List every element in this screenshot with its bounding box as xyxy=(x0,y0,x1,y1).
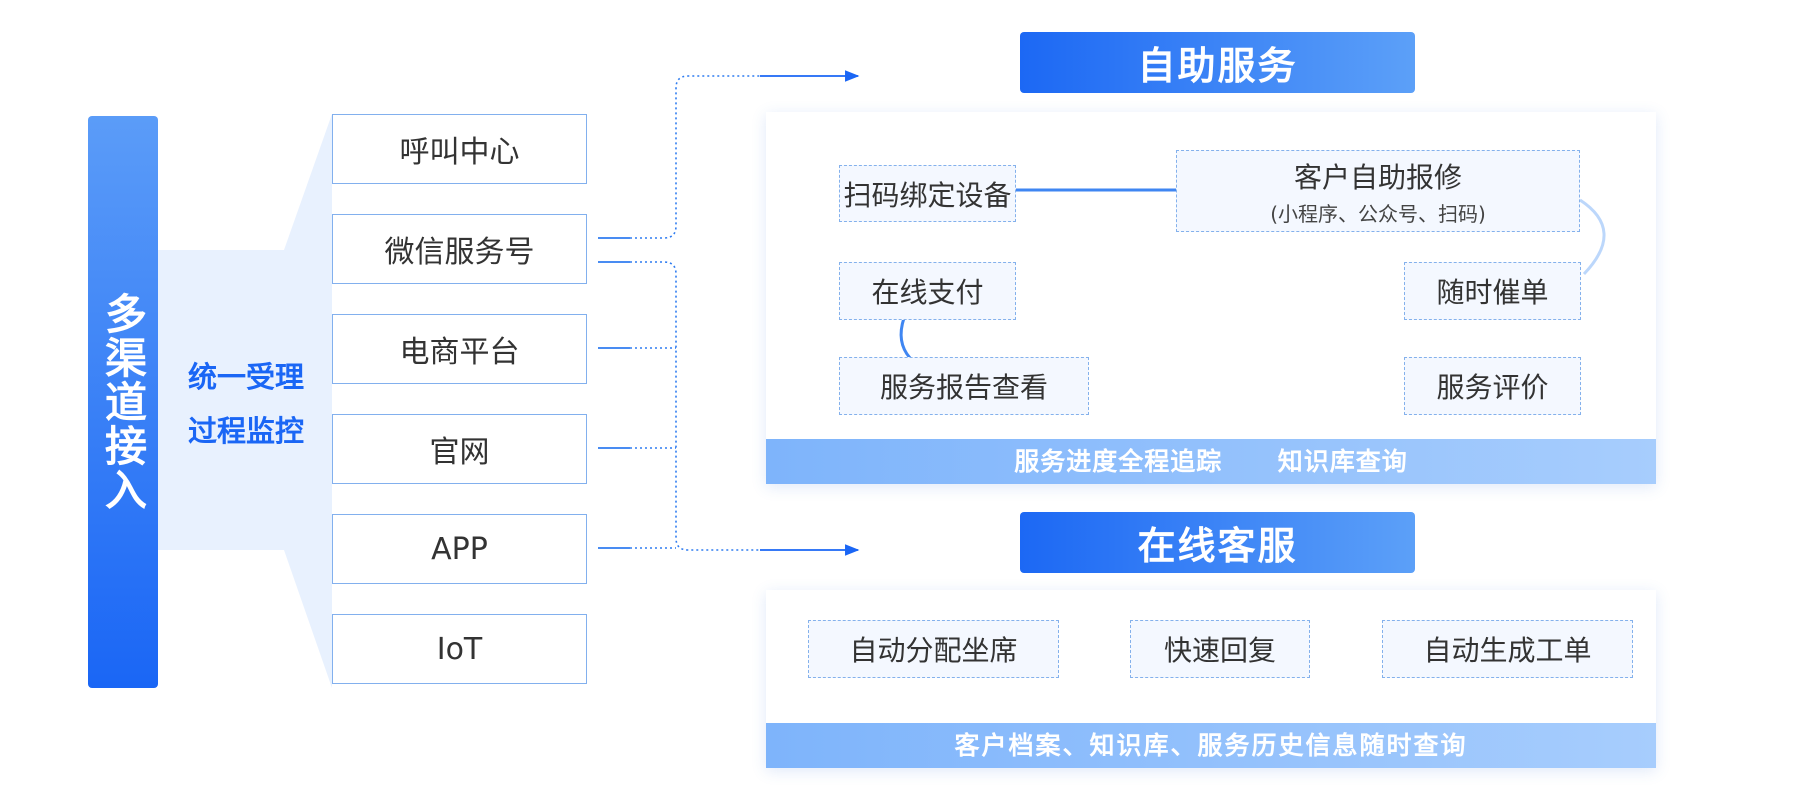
channel-wechat[interactable]: 微信服务号 xyxy=(332,214,587,284)
step-scan-bind-label: 扫码绑定设备 xyxy=(843,178,1012,212)
self-service-links xyxy=(899,188,1606,377)
online-service-header: 在线客服 xyxy=(1020,512,1415,573)
step-urge-order[interactable]: 随时催单 xyxy=(1404,262,1581,320)
channel-iot[interactable]: IoT xyxy=(332,614,587,684)
link-pay-report xyxy=(899,317,912,359)
step-urge-order-label: 随时催单 xyxy=(1436,276,1549,309)
step-self-repair-note: (小程序、公众号、扫码) xyxy=(1270,201,1486,226)
footer-progress-tracking: 服务进度全程追踪 xyxy=(1014,447,1223,476)
step-service-report-label: 服务报告查看 xyxy=(879,371,1048,404)
self-service-header: 自助服务 xyxy=(1020,32,1415,93)
online-service-panel: 自动分配坐席 快速回复 自动生成工单 客户档案、知识库、服务历史信息随时查询 xyxy=(766,590,1656,768)
online-service-links xyxy=(1059,647,1382,651)
channel-app[interactable]: APP xyxy=(332,514,587,584)
step-scan-bind[interactable]: 扫码绑定设备 xyxy=(839,165,1016,222)
fan-background xyxy=(158,114,332,688)
footer-knowledge-query: 知识库查询 xyxy=(1277,447,1408,476)
self-service-footer: 服务进度全程追踪 知识库查询 xyxy=(766,439,1656,484)
trunk-up xyxy=(630,75,760,239)
channel-website[interactable]: 官网 xyxy=(332,414,587,484)
multi-channel-title: 多渠道接入 xyxy=(98,292,148,512)
unified-handling-label: 统一受理 过程监控 xyxy=(160,350,332,458)
channel-call-center[interactable]: 呼叫中心 xyxy=(332,114,587,184)
step-self-repair-label: 客户自助报修 xyxy=(1293,160,1462,194)
unified-line-2: 过程监控 xyxy=(187,414,304,448)
step-quick-reply-label: 快速回复 xyxy=(1163,634,1276,667)
link-repair-urge xyxy=(1579,198,1606,276)
step-self-repair[interactable]: 客户自助报修 (小程序、公众号、扫码) xyxy=(1176,150,1580,232)
step-auto-ticket[interactable]: 自动生成工单 xyxy=(1382,620,1633,678)
multi-channel-bar: 多渠道接入 xyxy=(88,116,158,688)
step-service-report[interactable]: 服务报告查看 xyxy=(839,357,1089,415)
step-online-pay-label: 在线支付 xyxy=(871,276,984,309)
step-quick-reply[interactable]: 快速回复 xyxy=(1130,620,1310,678)
step-online-pay[interactable]: 在线支付 xyxy=(839,262,1016,320)
step-auto-assign-label: 自动分配坐席 xyxy=(849,634,1018,667)
channel-ecommerce[interactable]: 电商平台 xyxy=(332,314,587,384)
unified-line-1: 统一受理 xyxy=(187,360,304,394)
step-service-evaluate-label: 服务评价 xyxy=(1436,371,1549,404)
self-service-panel: 扫码绑定设备 客户自助报修 (小程序、公众号、扫码) 在线支付 随时催单 服务报… xyxy=(766,112,1656,484)
online-service-footer: 客户档案、知识库、服务历史信息随时查询 xyxy=(766,723,1656,768)
step-service-evaluate[interactable]: 服务评价 xyxy=(1404,357,1581,415)
step-auto-assign[interactable]: 自动分配坐席 xyxy=(808,620,1059,678)
trunk-down xyxy=(630,261,760,551)
step-auto-ticket-label: 自动生成工单 xyxy=(1423,634,1592,667)
